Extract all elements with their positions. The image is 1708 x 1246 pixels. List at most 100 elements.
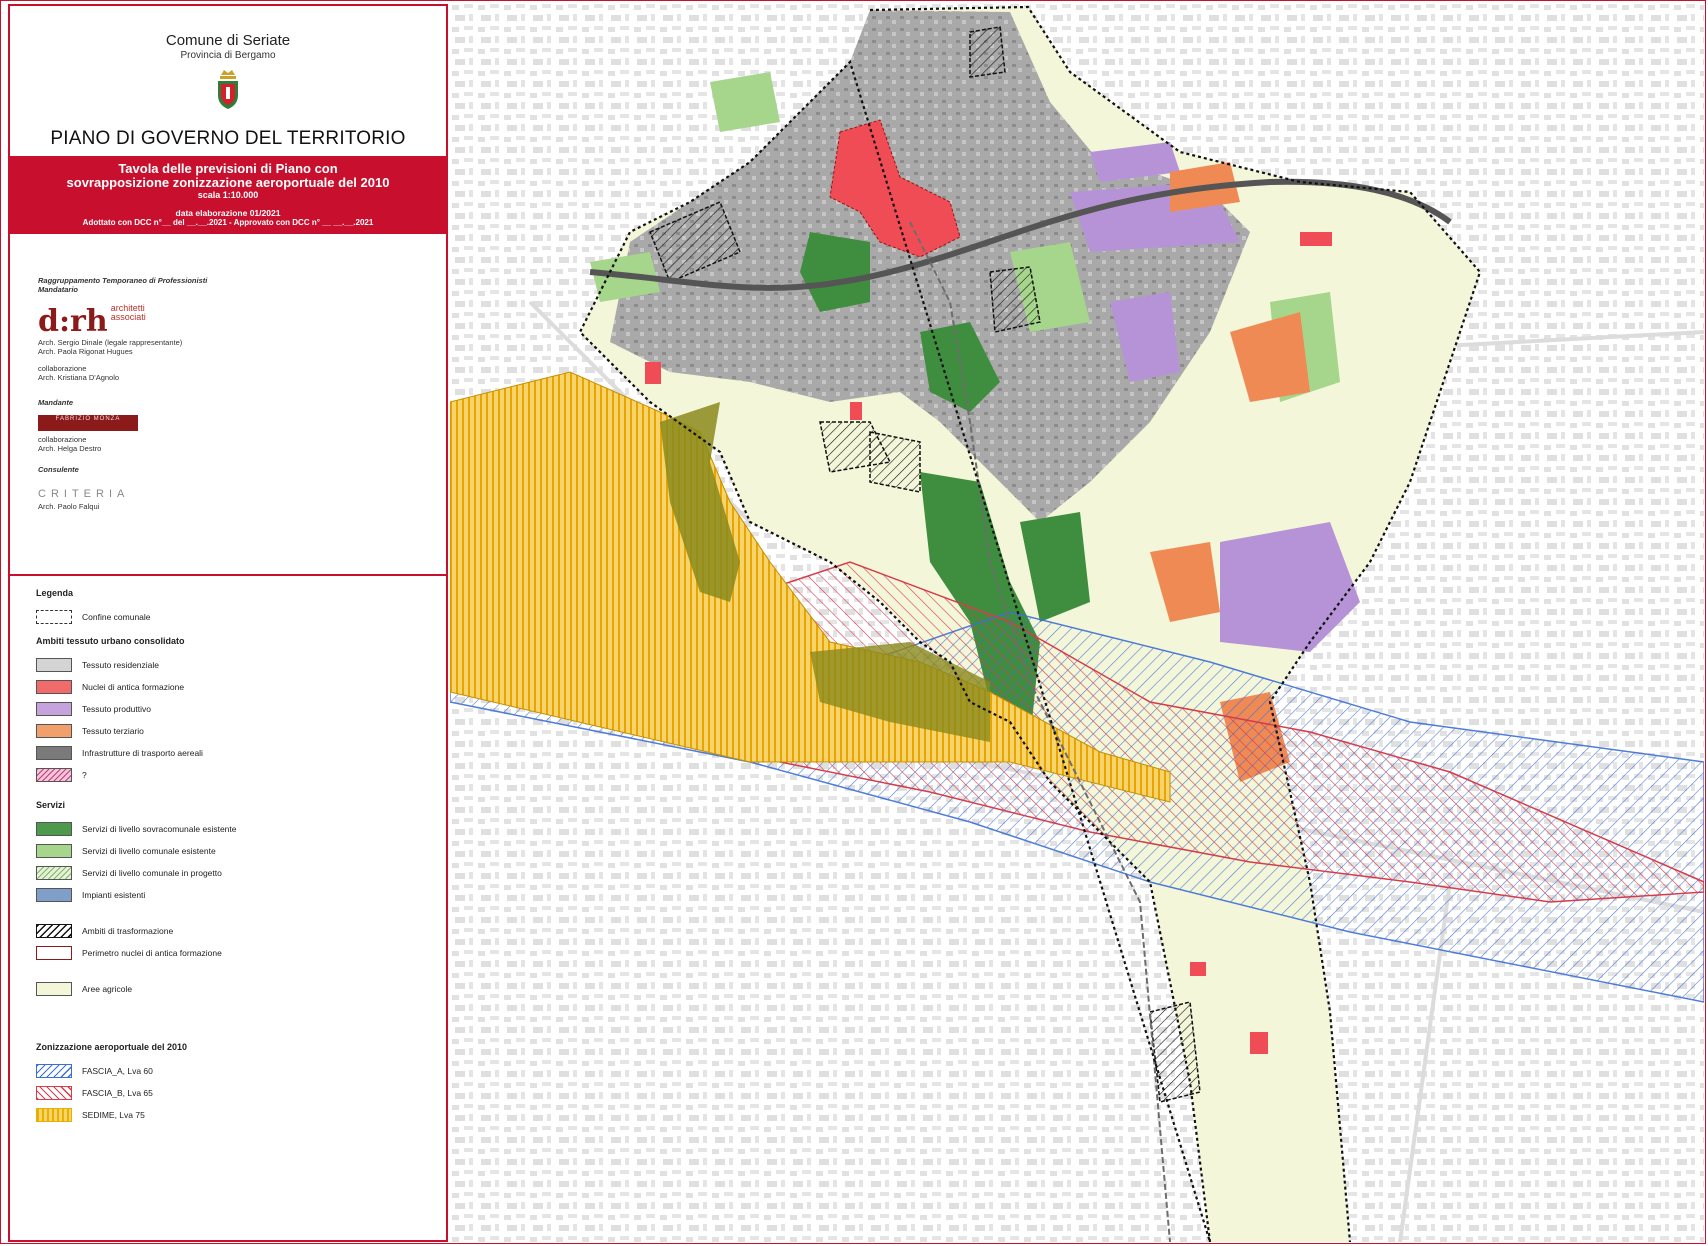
consulente-name: Arch. Paolo Falqui [38, 502, 100, 511]
legend-swatch [36, 1064, 72, 1078]
legend-row: Servizi di livello comunale in progetto [36, 862, 446, 884]
legend-separator [10, 574, 446, 576]
legend-zonizzazione-list: FASCIA_A, Lva 60 FASCIA_B, Lva 65 SEDIME, … [36, 1060, 446, 1126]
legend-row: Tessuto produttivo [36, 698, 446, 720]
collab1-name: Arch. Kristiana D'Agnolo [38, 373, 120, 382]
adoption-label: Adottato con DCC n°__ del __.__.2021 - A… [82, 218, 374, 227]
legend-label: Servizi di livello sovracomunale esisten… [82, 824, 237, 834]
legend-row: FASCIA_A, Lva 60 [36, 1060, 446, 1082]
title-header: Comune di Seriate Provincia di Bergamo P… [10, 32, 446, 150]
tertiary-area [1230, 312, 1310, 402]
legend-section-ambiti: Ambiti tessuto urbano consolidato [36, 636, 185, 646]
legend-label: FASCIA_A, Lva 60 [82, 1066, 153, 1076]
legend-row: FASCIA_B, Lva 65 [36, 1082, 446, 1104]
legend-label: Nuclei di antica formazione [82, 682, 185, 692]
drh-logo-mark: d:rh [38, 304, 108, 339]
legend-row: Servizi di livello sovracomunale esisten… [36, 818, 446, 840]
legend-label: Servizi di livello comunale esistente [82, 846, 216, 856]
legend-row-perimetro: Perimetro nuclei di antica formazione [36, 942, 446, 964]
legend-label: Servizi di livello comunale in progetto [82, 868, 222, 878]
provincia-name: Provincia di Bergamo [180, 50, 276, 61]
legend-label: Confine comunale [82, 612, 151, 622]
mandante-label: Mandante [38, 398, 74, 407]
residential-fabric [610, 10, 1250, 522]
legend-swatch [36, 1086, 72, 1100]
legend-swatch [36, 768, 72, 782]
mandatario-label: Mandatario [38, 285, 79, 294]
legend-label: Tessuto residenziale [82, 660, 160, 670]
tertiary-area [1150, 542, 1220, 622]
legend-swatch [36, 724, 72, 738]
green-service-area [800, 232, 870, 312]
arch2-name: Arch. Paola Rigonat Hugues [38, 347, 133, 356]
legend-swatch-perimetro [36, 946, 72, 960]
legend-swatch [36, 658, 72, 672]
legend-swatch [36, 746, 72, 760]
historic-nucleus [1250, 1032, 1268, 1054]
drh-logo-sub1: architetti [110, 303, 145, 313]
legend-label: Perimetro nuclei di antica formazione [82, 948, 222, 958]
transformation-area [869, 431, 921, 493]
legend-swatch [36, 680, 72, 694]
historic-nucleus [1190, 962, 1206, 976]
legend-section-servizi: Servizi [36, 800, 66, 810]
collab1-label: collaborazione [38, 364, 87, 373]
legend-row: Nuclei di antica formazione [36, 676, 446, 698]
legend-swatch [36, 866, 72, 880]
legend-swatch-agricole [36, 982, 72, 996]
productive-area [1220, 522, 1360, 652]
tavola-title-1: Tavola delle previsioni di Piano con [118, 161, 338, 176]
legend-row: Infrastrutture di trasporto aereali [36, 742, 446, 764]
legend: Legenda Confine comunale Ambiti tessuto … [10, 576, 446, 1126]
legend-servizi-list: Servizi di livello sovracomunale esisten… [36, 818, 446, 906]
legend-label: FASCIA_B, Lva 65 [82, 1088, 153, 1098]
legend-swatch [36, 888, 72, 902]
drh-logo-sub2: associati [110, 312, 146, 322]
legend-row-ambiti-trasformazione: Ambiti di trasformazione [36, 920, 446, 942]
fascia-b-zone [749, 561, 1704, 903]
legend-row: Tessuto terziario [36, 720, 446, 742]
legend-label: Tessuto produttivo [82, 704, 151, 714]
local-service-area [710, 72, 780, 132]
consulente-label: Consulente [38, 465, 79, 474]
legend-swatch-confine [36, 610, 72, 624]
legend-swatch [36, 1108, 72, 1122]
collab2-name: Arch. Helga Destro [38, 444, 102, 453]
legend-row-agricole: Aree agricole [36, 978, 446, 1000]
date-label: data elaborazione 01/2021 [175, 208, 281, 218]
transformation-area [1149, 1001, 1201, 1103]
plan-title: PIANO DI GOVERNO DEL TERRITORIO [50, 128, 406, 149]
legend-label: Impianti esistenti [82, 890, 146, 900]
legend-section-zonizzazione: Zonizzazione aeroportuale del 2010 [36, 1042, 188, 1052]
criteria-logo: CRITERIA [38, 488, 130, 500]
monza-logo: FABRIZIO MONZA [38, 415, 138, 431]
legend-label: ? [82, 770, 87, 780]
legend-row: Tessuto residenziale [36, 654, 446, 676]
legend-row: ? [36, 764, 446, 786]
credits-block: Raggruppamento Temporaneo di Professioni… [10, 234, 446, 574]
transformation-area [649, 201, 741, 283]
historic-nucleus [645, 362, 661, 384]
legend-swatch [36, 702, 72, 716]
transformation-area [969, 26, 1006, 78]
historic-center-nucleus [829, 119, 961, 258]
legend-row-confine: Confine comunale [36, 606, 446, 628]
arch1-name: Arch. Sergio Dinale (legale rappresentan… [38, 338, 183, 347]
historic-nucleus [850, 402, 862, 420]
legend-label: SEDIME, Lva 75 [82, 1110, 145, 1120]
sedime-overlap [660, 402, 740, 602]
legend-row: SEDIME, Lva 75 [36, 1104, 446, 1126]
legend-label: Infrastrutture di trasporto aereali [82, 748, 203, 758]
sedime-overlap [810, 642, 990, 742]
collab2-label: collaborazione [38, 435, 87, 444]
tavola-title-2: sovrapposizione zonizzazione aeroportual… [66, 175, 390, 190]
coat-of-arms-icon [218, 70, 238, 109]
legend-swatch [36, 844, 72, 858]
legend-title: Legenda [36, 588, 74, 598]
comune-name: Comune di Seriate [165, 32, 291, 49]
drh-logo: d:rh architetti associati [38, 303, 446, 340]
productive-area [1090, 142, 1180, 182]
rtp-label: Raggruppamento Temporaneo di Professioni… [38, 276, 208, 285]
